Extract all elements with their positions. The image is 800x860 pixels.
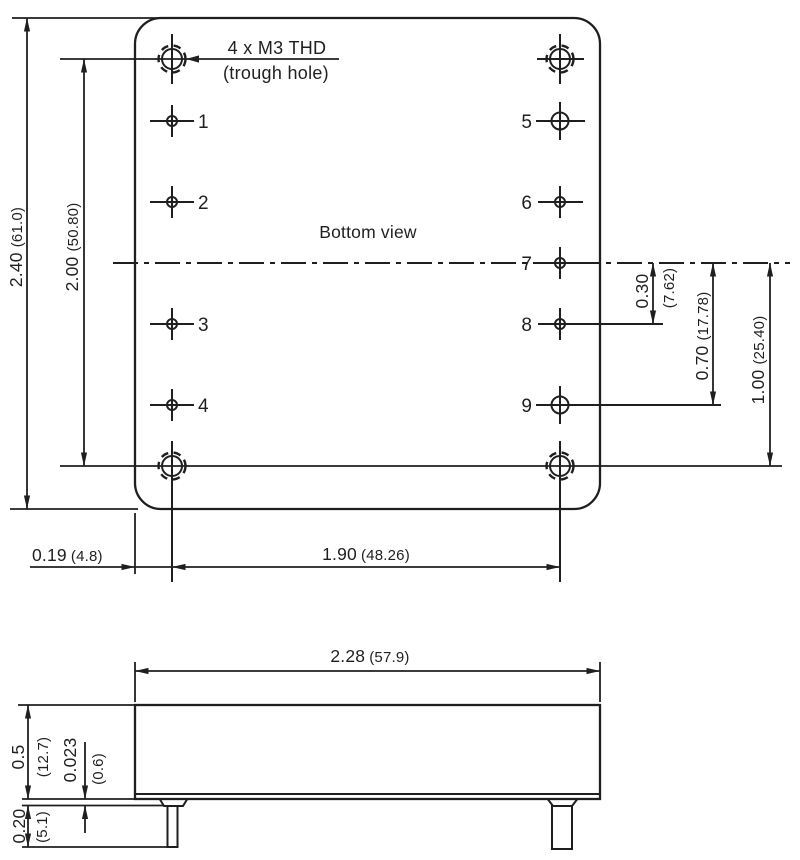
dim-overall-height-label: 2.40 (61.0) (6, 207, 26, 287)
side-view: 2.28(57.9) 0.5 (12.7) 0.023 (0.6) 0.20 (… (8, 646, 602, 850)
dim-body-width-label: 2.28(57.9) (330, 646, 409, 666)
pin-3-label: 3 (198, 315, 209, 336)
dim-center-to-pin-row-in: 0.30 (632, 274, 652, 309)
dim-hole-span-vertical-label: 2.00 (50.80) (62, 203, 82, 292)
pin-2-label: 2 (198, 193, 209, 214)
pin-circle (166, 399, 178, 411)
mounting-hole-top-left (157, 34, 187, 84)
dim-standoff-height-in: 0.023 (60, 738, 80, 783)
dim-value-mm: (4.8) (71, 548, 103, 565)
pin-3-marker (150, 308, 194, 340)
dim-pin-length-in: 0.20 (9, 809, 29, 844)
hole-circle (549, 48, 571, 70)
dim-center-to-pin9-row-label: 0.70 (17.78) (692, 292, 712, 381)
pin-circle (166, 318, 178, 330)
pin-5-label: 5 (521, 112, 532, 133)
dim-value-mm: (57.9) (369, 649, 409, 666)
pin-center (558, 322, 562, 326)
pin-circle (550, 111, 570, 131)
pin-center (170, 403, 174, 407)
pin-center (558, 261, 562, 265)
pin-circle (166, 115, 178, 127)
dim-case-height-in: 0.5 (8, 745, 28, 770)
dim-center-to-hole-row-label: 1.00 (25.40) (748, 316, 768, 405)
dim-pin-length-mm: (5.1) (34, 811, 51, 843)
pin-7-label: 7 (521, 254, 532, 275)
dim-value-in: 2.40 (6, 252, 26, 287)
pin-center (170, 119, 174, 123)
pin-center (170, 322, 174, 326)
dim-center-to-pin-row-mm: (7.62) (661, 268, 678, 308)
case-outline (133, 703, 602, 801)
pin-circle (554, 318, 566, 330)
pin-circle (166, 196, 178, 208)
dim-value-in: 1.00 (748, 369, 768, 404)
pin-6-marker (538, 186, 583, 218)
dim-value-in: 2.28 (330, 646, 365, 666)
dim-value-mm: (17.78) (695, 292, 712, 341)
dim-value-mm: (48.26) (361, 547, 410, 564)
dim-case-height-mm: (12.7) (35, 737, 52, 777)
pin-6-label: 6 (521, 193, 532, 214)
hole-circle (549, 455, 571, 477)
hole-callout-line1: 4 x M3 THD (228, 38, 327, 58)
pin-circle (554, 196, 566, 208)
pin-9-label: 9 (521, 396, 532, 417)
pin-1-marker (150, 105, 194, 137)
hole-thread-icon (545, 451, 575, 481)
callout-leader-arrow-icon (186, 55, 199, 63)
dim-value-in: 1.90 (322, 544, 357, 564)
dim-value-in: 0.70 (692, 345, 712, 380)
mounting-hole-top-right (537, 34, 584, 84)
side-pin-left (166, 805, 179, 848)
pin-4-marker (150, 389, 194, 421)
dim-value-mm: (25.40) (751, 316, 768, 365)
dim-hole-span-horizontal-label: 1.90(48.26) (322, 544, 410, 564)
side-pin-right (551, 805, 573, 850)
dim-edge-to-hole-label: 0.19(4.8) (32, 545, 103, 565)
hole-circle (161, 455, 183, 477)
dim-value-in: 0.19 (32, 545, 67, 565)
pin-center (558, 200, 562, 204)
mounting-hole-bottom-left (157, 441, 187, 582)
hole-thread-icon (545, 44, 575, 74)
pin-4-label: 4 (198, 396, 209, 417)
pin-circle (554, 257, 566, 269)
dim-value-in: 2.00 (62, 256, 82, 291)
mounting-hole-bottom-right (545, 441, 575, 582)
pin-1-label: 1 (198, 112, 209, 133)
hole-circle (161, 48, 183, 70)
hole-thread-icon (157, 451, 187, 481)
pin-circle (550, 395, 570, 415)
dim-standoff-height-mm: (0.6) (90, 753, 107, 785)
pin-2-marker (150, 186, 194, 218)
pin-9-marker (536, 386, 721, 424)
pin-8-label: 8 (521, 315, 532, 336)
hole-thread-icon (157, 44, 187, 74)
bottom-view: 1 2 3 4 5 6 7 8 9 Bottom view 4 x M3 THD… (6, 16, 790, 582)
pin-center (170, 200, 174, 204)
dim-value-mm: (61.0) (9, 207, 26, 247)
pin-8-marker (538, 308, 663, 340)
pin-7-marker (538, 247, 583, 279)
dim-value-mm: (50.80) (65, 203, 82, 252)
hole-callout-line2: (trough hole) (223, 63, 329, 83)
pin-5-marker (536, 102, 585, 140)
view-label: Bottom view (319, 222, 417, 242)
